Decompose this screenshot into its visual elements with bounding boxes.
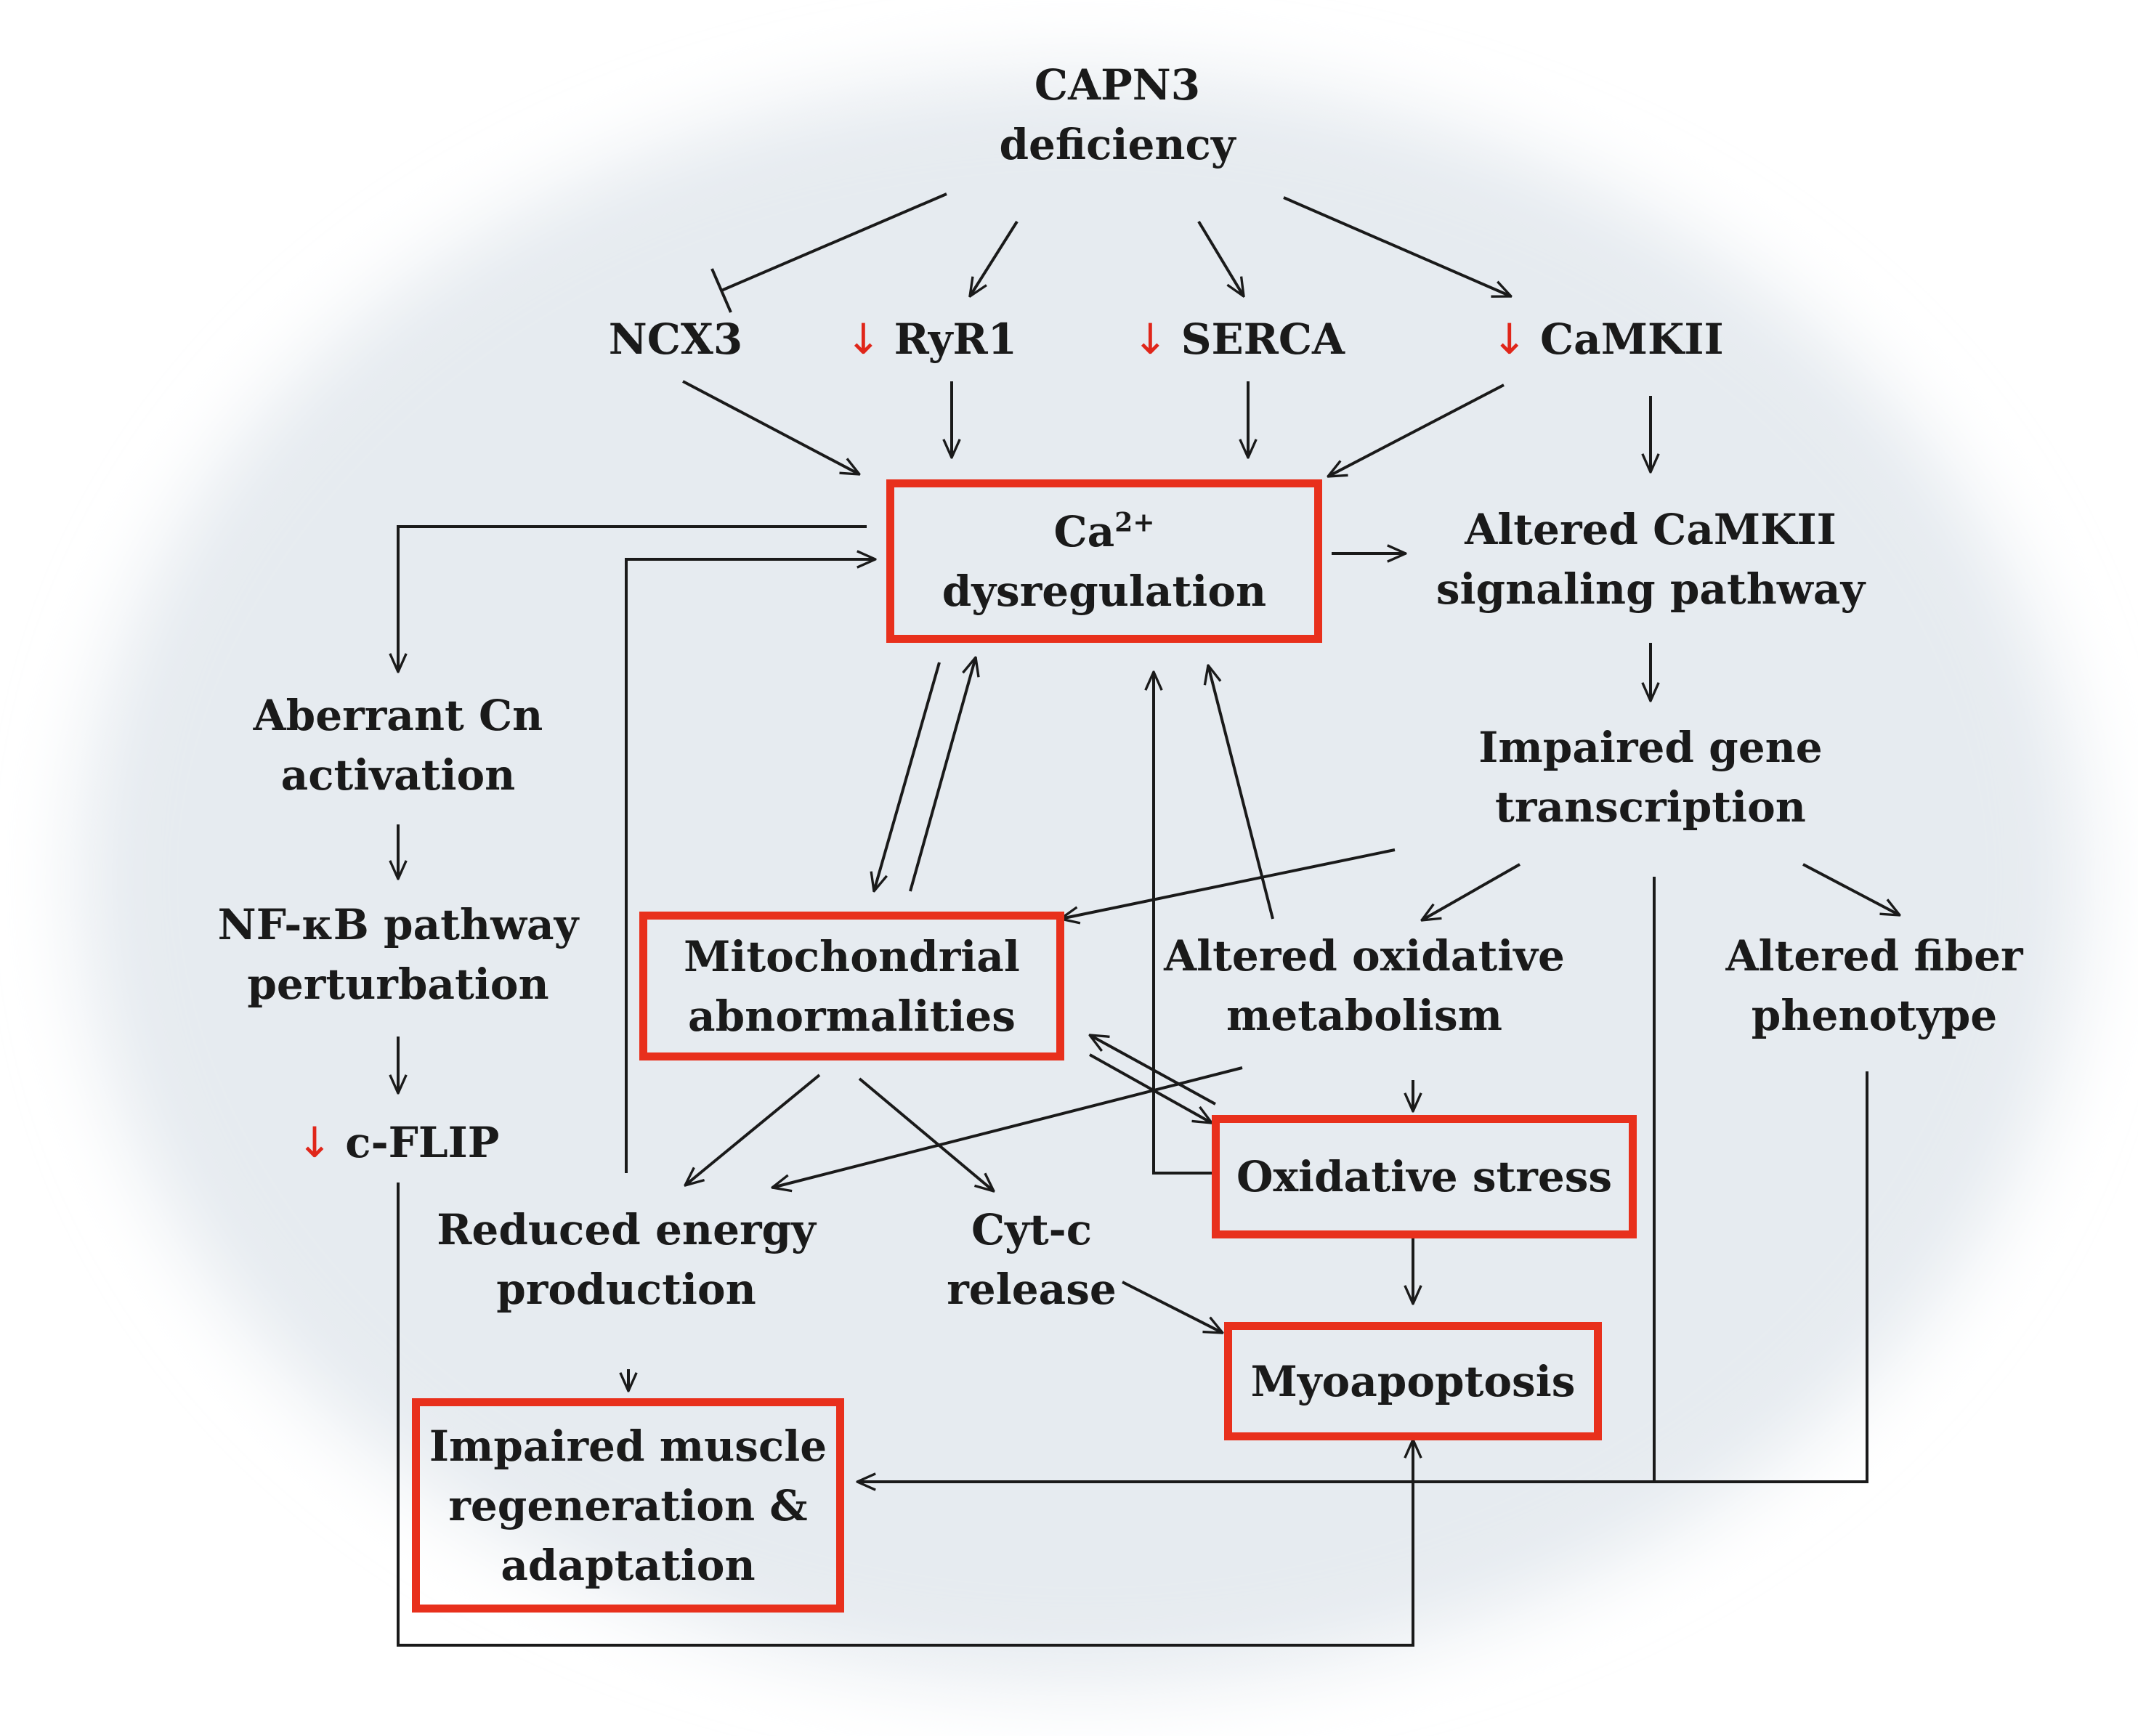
arrow-cflip-myo [397, 1183, 1413, 1647]
arrow-capn3-serca [1197, 220, 1244, 296]
arrow-cytc-myo [1122, 1281, 1223, 1333]
cytc-release: Cyt-c release [947, 1200, 1117, 1319]
arrow-oxstress-ca [1154, 672, 1212, 1175]
altered-fiber-line-1: Altered fiber [1725, 931, 2023, 981]
arrow-capn3-camkii [1283, 196, 1511, 296]
capn3-deficiency: CAPN3 deficiency [999, 55, 1235, 174]
myoapoptosis-label: Myoapoptosis [1250, 1356, 1576, 1406]
ncx3: NCX3 [609, 309, 743, 369]
altered-oxidative-line-1: Altered oxidative [1164, 931, 1565, 981]
arrow-mito-cytc [858, 1077, 994, 1191]
altered-camkii-pathway: Altered CaMKII signaling pathway [1436, 500, 1865, 619]
arrow-gene-fiber [1802, 863, 1900, 915]
cytc-line-2: release [947, 1265, 1117, 1314]
nfkb-line-2: perturbation [247, 960, 549, 1009]
altered-camkii-line-1: Altered CaMKII [1465, 505, 1837, 554]
arrow-altoxid-energy [772, 1066, 1243, 1188]
arrow-gene-altoxid [1422, 863, 1521, 920]
altered-fiber-line-2: phenotype [1751, 991, 1998, 1040]
impaired-gene-transcription: Impaired gene transcription [1478, 718, 1822, 837]
arrow-gene-mito [1061, 848, 1396, 919]
cflip-label: c-FLIP [345, 1118, 500, 1167]
impaired-muscle-line-1: Impaired muscle [429, 1421, 827, 1471]
camkii: ↓CaMKII [1491, 309, 1723, 369]
arrow-ca-aberrant-cn [398, 525, 867, 672]
arrow-mito-ca [909, 657, 976, 892]
down-arrow-icon: ↓ [1491, 315, 1527, 364]
ca-charge: 2+ [1114, 507, 1155, 538]
serca-label: SERCA [1181, 315, 1345, 364]
inhibit-bar-ncx3 [710, 268, 732, 313]
ncx3-label: NCX3 [608, 315, 743, 364]
aberrant-cn-line-2: activation [280, 750, 516, 800]
inhibit-capn3-ncx3 [721, 192, 947, 292]
arrow-mito-oxstress [1089, 1053, 1212, 1123]
mitochondrial-abnormalities-box: Mitochondrial abnormalities [639, 912, 1064, 1060]
altered-oxidative-line-2: metabolism [1226, 991, 1502, 1040]
altered-fiber-phenotype: Altered fiber phenotype [1725, 926, 2022, 1045]
reduced-energy-production: Reduced energy production [437, 1200, 816, 1319]
impaired-gene-line-2: transcription [1495, 782, 1806, 832]
altered-camkii-line-2: signaling pathway [1436, 564, 1866, 614]
cytc-line-1: Cyt-c [971, 1205, 1093, 1254]
arrow-oxstress-mito [1090, 1035, 1216, 1106]
altered-oxidative-metabolism: Altered oxidative metabolism [1164, 926, 1565, 1045]
ca-ion: Ca2+ [1054, 502, 1155, 561]
down-arrow-icon: ↓ [296, 1118, 333, 1167]
impaired-gene-line-1: Impaired gene [1478, 723, 1823, 772]
arrow-mito-energy [685, 1074, 821, 1185]
arrow-fiber-muscle [857, 1071, 1868, 1482]
reduced-energy-line-2: production [496, 1265, 756, 1314]
reduced-energy-line-1: Reduced energy [437, 1205, 816, 1254]
arrow-capn3-ryr1 [970, 220, 1019, 296]
nfkb-line-1: NF-κB pathway [217, 900, 579, 949]
cflip: ↓c-FLIP [297, 1113, 500, 1172]
aberrant-cn-line-1: Aberrant Cn [253, 691, 543, 740]
arrow-energy-ca [625, 559, 875, 1173]
down-arrow-icon: ↓ [845, 315, 881, 364]
ca-symbol: Ca [1053, 506, 1115, 556]
arrow-ca-mito [874, 662, 941, 891]
impaired-muscle-line-2: regeneration & [448, 1480, 808, 1530]
capn3-line-2: deficiency [999, 120, 1236, 169]
serca: ↓ SERCA [1133, 309, 1345, 369]
ryr1-label: RyR1 [894, 315, 1018, 364]
aberrant-cn-activation: Aberrant Cn activation [254, 686, 543, 805]
camkii-label: CaMKII [1539, 315, 1724, 364]
mito-line-1: Mitochondrial [684, 931, 1020, 981]
ca-dysregulation-box: Ca2+ dysregulation [886, 479, 1322, 643]
nfkb-pathway: NF-κB pathway perturbation [218, 895, 579, 1014]
arrow-camkii-ca [1328, 384, 1505, 476]
impaired-muscle-box: Impaired muscle regeneration & adaptatio… [412, 1398, 844, 1613]
capn3-line-1: CAPN3 [1034, 60, 1201, 110]
mito-line-2: abnormalities [688, 991, 1016, 1041]
impaired-muscle-line-3: adaptation [501, 1540, 756, 1590]
ryr1: ↓ RyR1 [846, 309, 1017, 369]
down-arrow-icon: ↓ [1132, 315, 1168, 364]
arrow-ncx3-ca [682, 380, 859, 474]
myoapoptosis-box: Myoapoptosis [1224, 1322, 1602, 1440]
oxidative-stress-box: Oxidative stress [1212, 1115, 1637, 1238]
ca-line-2: dysregulation [942, 566, 1267, 616]
oxidative-stress-label: Oxidative stress [1236, 1152, 1613, 1201]
